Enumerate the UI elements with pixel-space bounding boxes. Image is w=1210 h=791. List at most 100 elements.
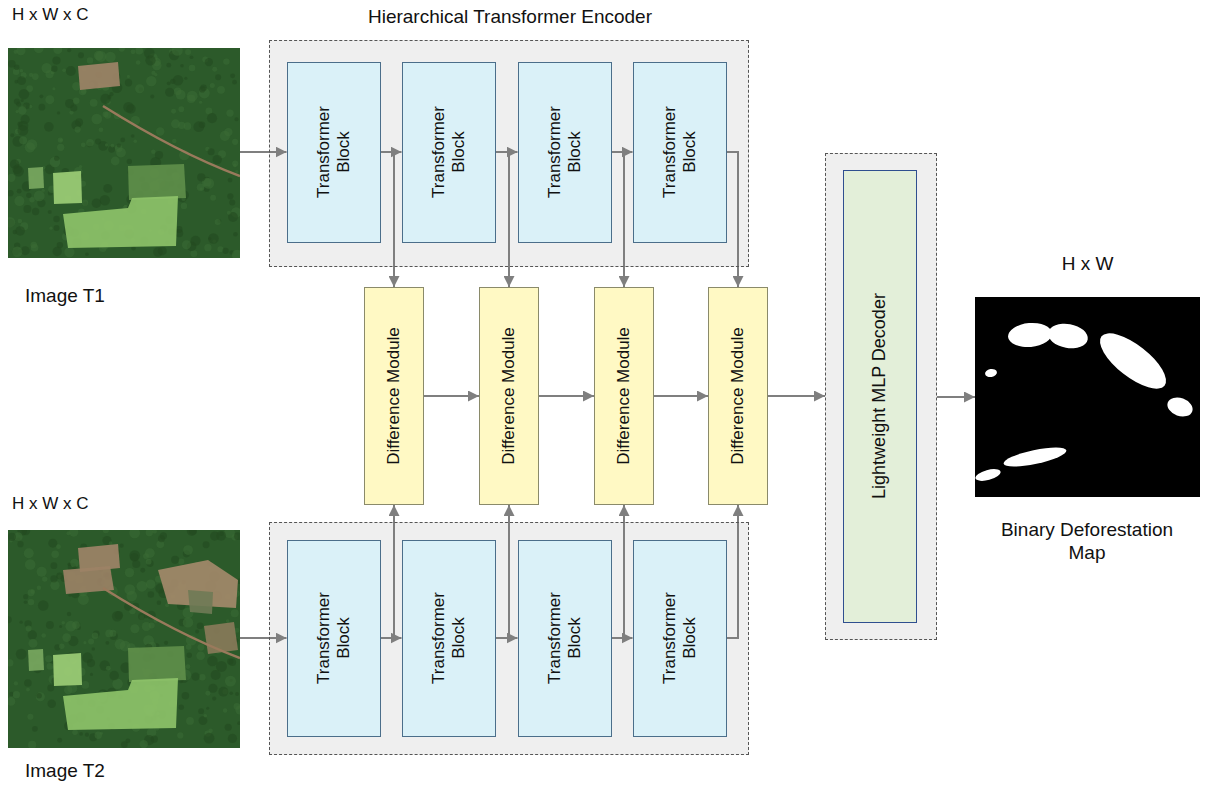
canopy-dot [158, 246, 167, 255]
canopy-dot [208, 233, 219, 244]
canopy-dot [146, 76, 156, 86]
canopy-dot [29, 197, 34, 202]
flow-arrow [424, 395, 479, 397]
canopy-dot [197, 173, 205, 181]
canopy-dot [106, 666, 111, 671]
box-label: Difference Module [614, 293, 634, 499]
canopy-dot [29, 73, 33, 77]
canopy-dot [100, 660, 110, 670]
canopy-dot [56, 544, 61, 549]
canopy-dot [18, 219, 22, 223]
canopy-dot [131, 49, 136, 54]
canopy-dot [23, 594, 28, 599]
canopy-dot [16, 649, 27, 660]
canopy-dot [132, 560, 140, 568]
canopy-dot [36, 692, 45, 701]
canopy-dot [226, 109, 233, 116]
canopy-dot [205, 58, 213, 66]
caption-label: Image T2 [25, 760, 105, 783]
canopy-dot [10, 133, 14, 137]
transformer-block: Transformer Block [518, 540, 612, 737]
canopy-dot [167, 81, 171, 85]
flow-arrow [654, 395, 708, 397]
flow-arrow [539, 395, 594, 397]
canopy-dot [81, 681, 89, 689]
box-label: Transformer Block [313, 578, 354, 698]
canopy-dot [28, 599, 34, 605]
canopy-dot [72, 82, 80, 90]
deforestation-patch [1002, 443, 1068, 470]
canopy-dot [18, 106, 26, 114]
canopy-dot [41, 633, 46, 638]
canopy-dot [19, 620, 22, 623]
canopy-dot [237, 721, 240, 725]
canopy-dot [81, 142, 86, 147]
canopy-dot [220, 131, 230, 141]
canopy-dot [140, 740, 148, 748]
canopy-dot [120, 138, 125, 143]
canopy-dot [105, 52, 116, 63]
canopy-dot [232, 161, 238, 167]
canopy-dot [146, 530, 153, 536]
canopy-dot [143, 553, 149, 559]
canopy-dot [83, 641, 86, 644]
canopy-dot [232, 80, 237, 85]
deforestation-patch [1007, 321, 1053, 349]
text-holder: Difference Module [728, 293, 748, 499]
canopy-dot [59, 643, 65, 649]
canopy-dot [234, 703, 240, 710]
canopy-dot [195, 630, 199, 634]
canopy-dot [181, 203, 187, 209]
canopy-texture [8, 530, 240, 748]
canopy-dot [67, 612, 71, 616]
transformer-block: Transformer Block [287, 540, 381, 737]
canopy-dot [15, 226, 25, 236]
canopy-dot [16, 48, 25, 55]
canopy-dot [92, 632, 99, 639]
canopy-dot [86, 139, 94, 147]
canopy-dot [203, 541, 210, 548]
canopy-dot [137, 581, 148, 592]
canopy-dot [232, 250, 240, 258]
canopy-dot [78, 52, 84, 58]
canopy-dot [233, 164, 237, 168]
canopy-dot [32, 726, 38, 732]
canopy-dot [91, 114, 102, 125]
canopy-dot [166, 63, 171, 68]
canopy-dot [65, 99, 74, 108]
canopy-dot [17, 541, 23, 547]
text-holder: H x W x C [12, 494, 89, 514]
canopy-dot [233, 232, 238, 237]
canopy-dot [13, 691, 20, 698]
canopy-dot [79, 732, 83, 736]
canopy-dot [54, 156, 59, 161]
canopy-dot [8, 533, 16, 541]
canopy-dot [58, 137, 63, 142]
dimension-label: H x W x C [12, 494, 89, 514]
canopy-dot [203, 714, 207, 718]
canopy-dot [57, 111, 60, 114]
group-box: Lightweight MLP Decoder [825, 153, 937, 640]
canopy-dot [212, 67, 217, 72]
canopy-dot [189, 65, 196, 72]
canopy-dot [152, 530, 156, 534]
canopy-dot [72, 621, 80, 629]
canopy-dot [45, 655, 52, 662]
canopy-dot [198, 708, 204, 714]
canopy-dot [151, 735, 158, 742]
canopy-dot [149, 622, 155, 628]
canopy-dot [193, 121, 204, 132]
canopy-dot [73, 97, 80, 104]
difference-module: Difference Module [479, 287, 539, 505]
canopy-dot [208, 728, 212, 732]
canopy-dot [8, 217, 15, 227]
flow-arrow [240, 637, 287, 639]
canopy-dot [184, 77, 187, 80]
canopy-dot [85, 733, 89, 737]
canopy-dot [109, 541, 113, 545]
canopy-dot [87, 57, 93, 63]
canopy-dot [227, 193, 233, 199]
canopy-dot [204, 244, 211, 251]
canopy-dot [79, 165, 82, 168]
